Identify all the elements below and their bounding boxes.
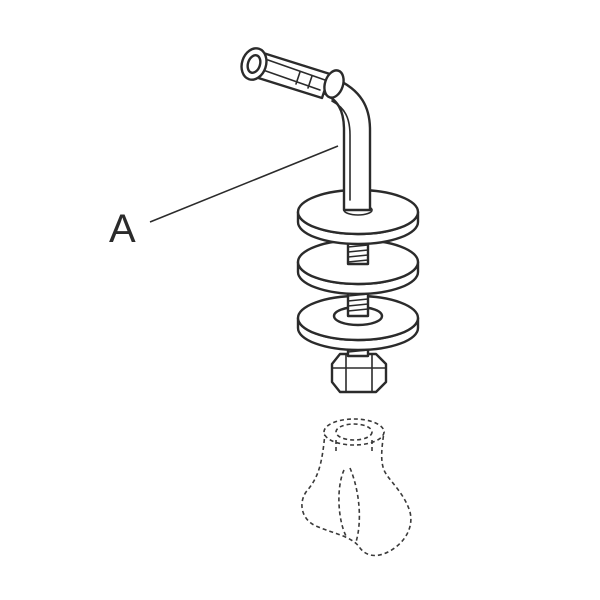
- bracket-outline: [301, 418, 412, 557]
- hex-nut: [330, 352, 388, 394]
- callout-label-a: A: [109, 207, 136, 251]
- wall-anchor: [240, 47, 345, 100]
- washer-2: [296, 234, 420, 296]
- washer-3: [296, 288, 420, 352]
- callout-leader-line: [149, 145, 339, 223]
- washer-1: [296, 188, 420, 246]
